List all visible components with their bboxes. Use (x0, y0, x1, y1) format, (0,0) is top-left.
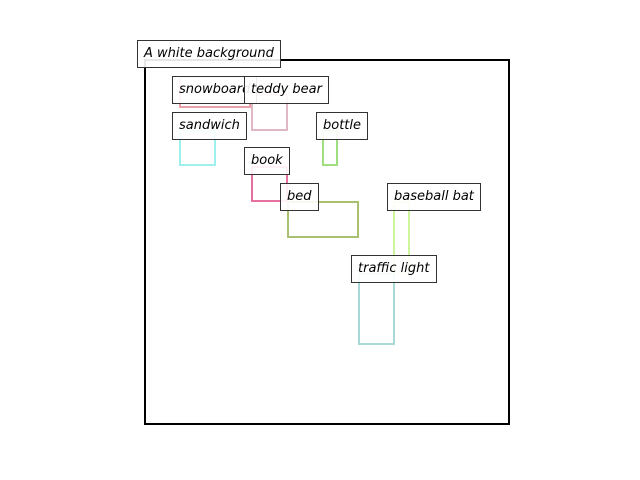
sandwich-label: sandwich (172, 112, 247, 140)
snowboard-label: snowboard (172, 76, 258, 104)
canvas-frame (144, 59, 510, 425)
baseball-bat-label: baseball bat (387, 183, 481, 211)
caption-label: A white background (137, 40, 281, 68)
bed-label: bed (280, 183, 319, 211)
book-label: book (244, 147, 290, 175)
traffic-light-label: traffic light (351, 255, 437, 283)
teddy-bear-label: teddy bear (244, 76, 329, 104)
bottle-label: bottle (316, 112, 369, 140)
traffic-light-box (358, 273, 395, 345)
bed-box (287, 201, 359, 238)
